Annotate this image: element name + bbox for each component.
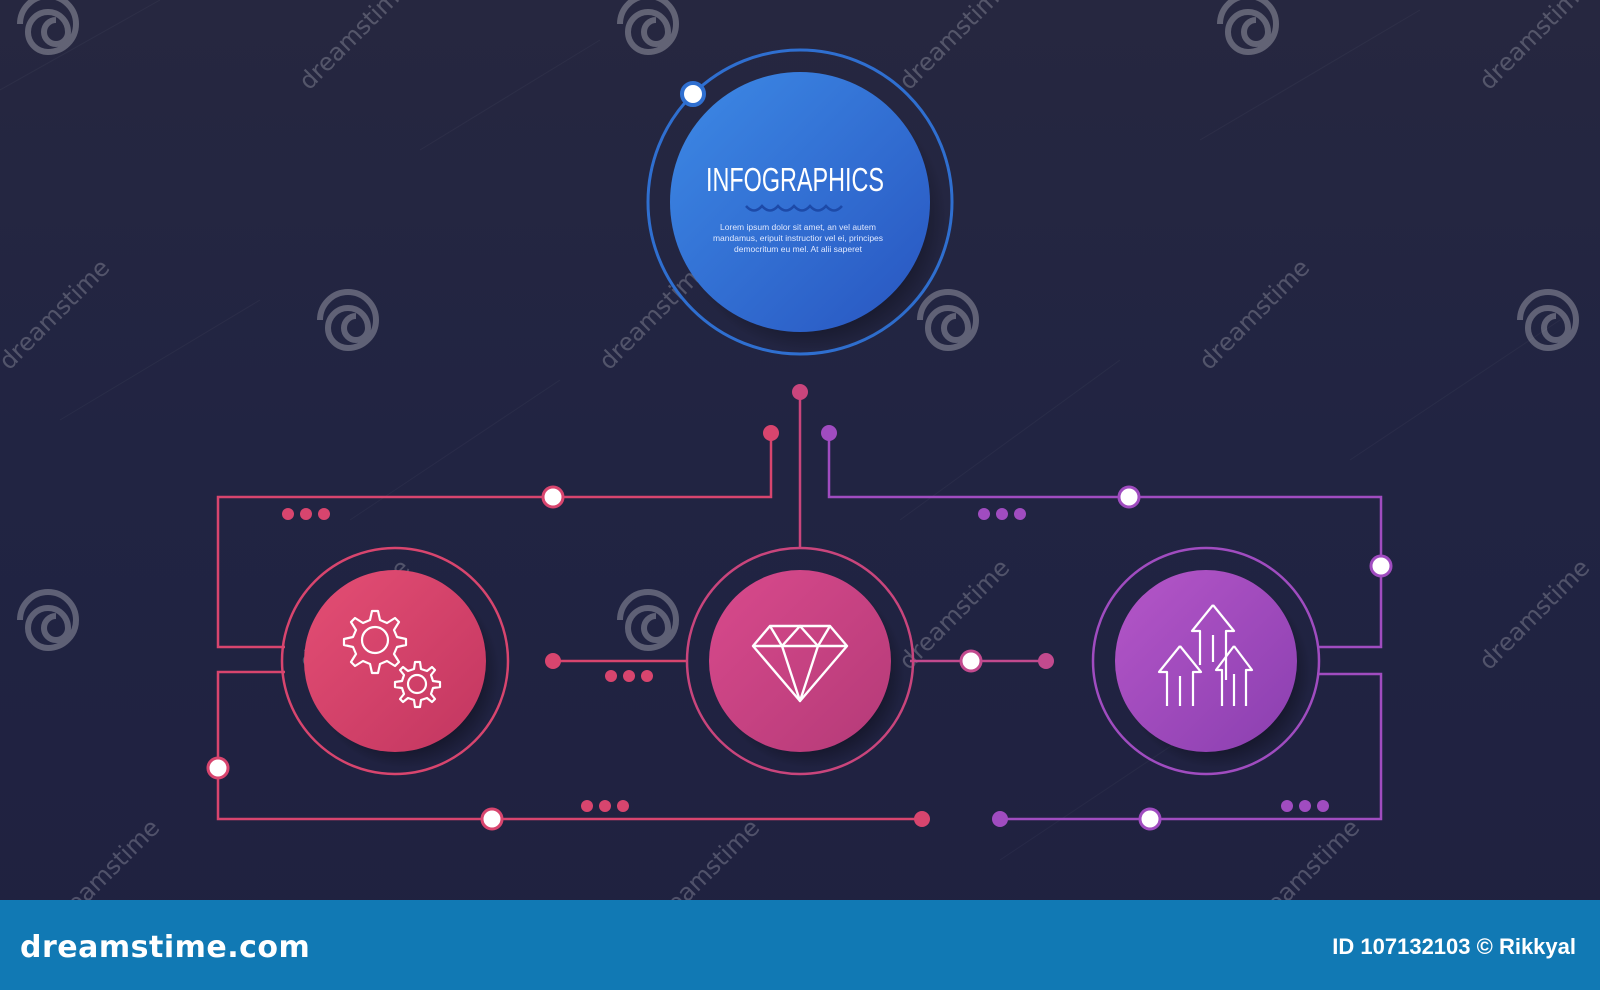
watermark-text: dreamstime [1473, 0, 1595, 95]
footer-logo[interactable]: dreamstime.com [20, 930, 311, 965]
watermark-text: dreamstime [643, 813, 765, 900]
growth-arrows-icon [1157, 604, 1254, 706]
ellipsis-dots-right-top [978, 508, 1026, 520]
watermark-text: dreamstime [293, 0, 415, 95]
watermark-swirl-icon [617, 0, 679, 56]
watermark-text: dreamstime [1473, 553, 1595, 675]
diamond-node-ring [685, 546, 915, 776]
growth-node-circle [1115, 570, 1297, 752]
node-dot [480, 807, 504, 831]
ellipsis-dots-left-bottom [581, 800, 629, 812]
image-id-credit: ID 107132103 © Rikkyal [1332, 934, 1576, 959]
main-circle [670, 72, 930, 332]
diamond-node-circle [709, 570, 891, 752]
gears-icon [342, 609, 442, 709]
main-body-line: mandamus, eripuit instructior vel ei, pr… [713, 233, 883, 243]
gears-node-circle [304, 570, 486, 752]
watermark-swirl-icon [917, 289, 979, 352]
node-dot [541, 485, 565, 509]
main-title: INFOGRAPHICS [706, 161, 884, 198]
node-dot [1369, 554, 1393, 578]
growth-node [1091, 546, 1321, 776]
watermark-swirl-icon [17, 0, 79, 56]
watermark-text: dreamstime [1243, 813, 1365, 900]
node-dot [821, 425, 837, 441]
main-body-line: democritum eu mel. At alii saperet [734, 244, 863, 254]
main-topic-node: INFOGRAPHICS Lorem ipsum dolor sit amet,… [646, 48, 954, 356]
node-dot [545, 653, 561, 669]
diamond-icon [751, 624, 849, 703]
node-dot [763, 425, 779, 441]
node-dot [206, 756, 230, 780]
ellipsis-dots-center-left [605, 670, 653, 682]
diamond-node [685, 546, 915, 776]
main-outer-ring [646, 48, 954, 356]
watermark-swirl-icon [1217, 0, 1279, 56]
footer-bar: dreamstime.com ID 107132103 © Rikkyal [0, 900, 1600, 990]
ellipsis-dots-right-bottom [1281, 800, 1329, 812]
watermark-text: dreamstime [893, 0, 1015, 95]
watermark-text: dreamstime [1193, 253, 1315, 375]
watermark-text: dreamstime [43, 813, 165, 900]
main-ring-dot [680, 81, 706, 107]
node-dot [1138, 807, 1162, 831]
gears-node [280, 546, 510, 776]
connector-dots [206, 384, 1393, 831]
watermark-swirl-icon [617, 589, 679, 652]
infographic-diagram: dreamstime dreamstime dreamstime dreamstime… [0, 0, 1595, 900]
node-dot [792, 384, 808, 400]
main-body-line: Lorem ipsum dolor sit amet, an vel autem [720, 222, 876, 232]
gears-node-ring [280, 546, 510, 776]
node-dot [959, 649, 983, 673]
watermark-swirl-icon [317, 289, 379, 352]
watermark-swirl-icon [17, 589, 79, 652]
watermark-swirl-icon [1517, 289, 1579, 352]
node-dot [914, 811, 930, 827]
growth-node-ring [1091, 546, 1321, 776]
node-dot [992, 811, 1008, 827]
node-dot [1038, 653, 1054, 669]
connector-lines [216, 392, 1383, 821]
wave-ornament [745, 204, 843, 212]
node-dot [1117, 485, 1141, 509]
ellipsis-dots-left-top [282, 508, 330, 520]
watermark-text: dreamstime [0, 253, 115, 375]
ellipsis-dots [282, 508, 1329, 812]
